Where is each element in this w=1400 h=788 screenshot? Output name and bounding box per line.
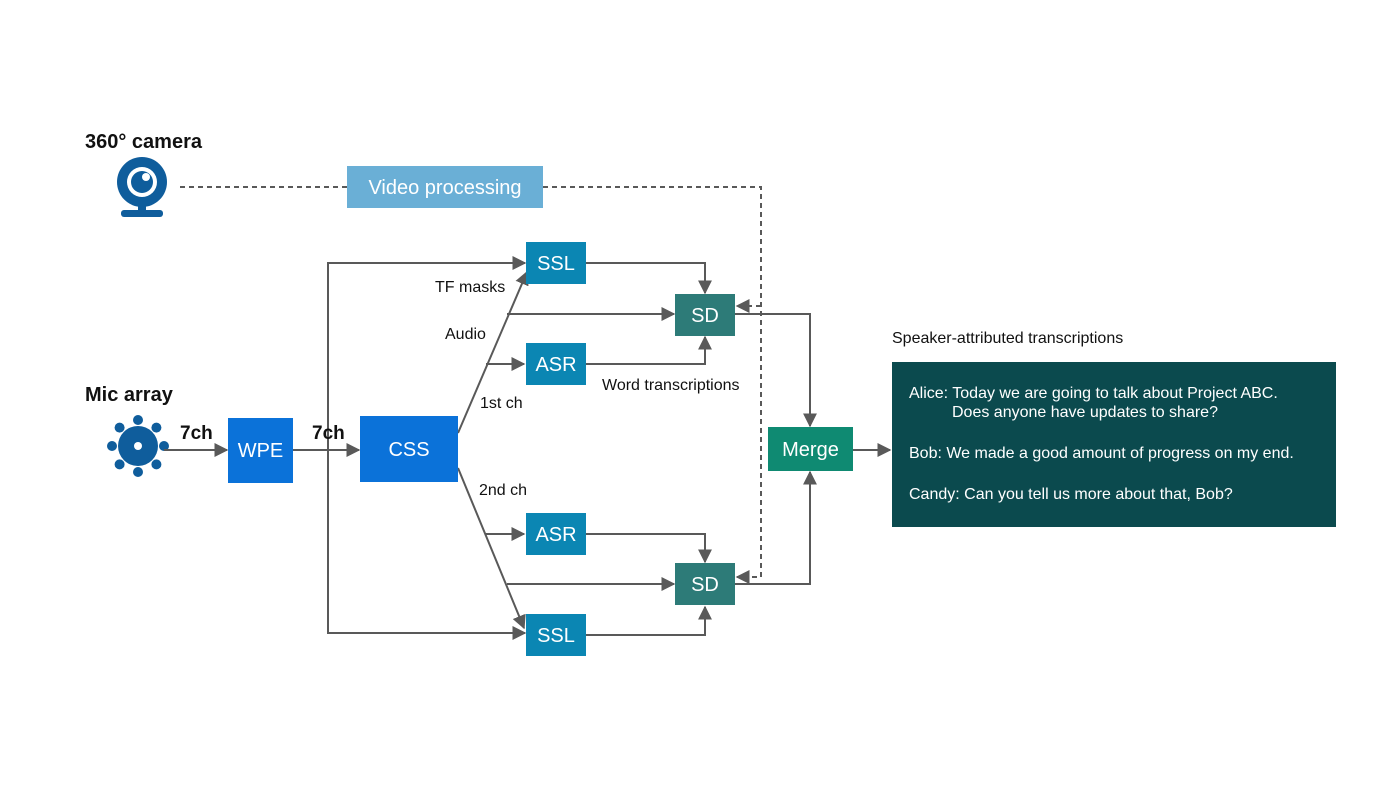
css-first-channel-connector: [457, 270, 529, 434]
sd-bottom-label: SD: [691, 574, 719, 596]
asr-top-block: ASR: [526, 343, 586, 385]
css-label: CSS: [388, 439, 429, 461]
ssl-top-to-sd-connector: [586, 262, 712, 295]
multichannel-to-ssl-top-connector: [327, 256, 527, 450]
transcript-line: Bob: We made a good amount of progress o…: [909, 445, 1294, 462]
transcript-line: Candy: Can you tell us more about that, …: [909, 486, 1233, 503]
ssl-bottom-label: SSL: [537, 625, 575, 647]
asr-bottom-label: ASR: [535, 524, 576, 546]
ssl-bottom-to-sd-connector: [586, 605, 712, 636]
word-transcriptions-label: Word transcriptions: [602, 377, 740, 394]
asr-bottom-block: ASR: [526, 513, 586, 555]
wpe-output-channel-label: 7ch: [312, 423, 345, 444]
merge-label: Merge: [782, 439, 839, 461]
asr-top-to-sd-connector: [586, 335, 712, 365]
transcript-line: Alice: Today we are going to talk about …: [909, 385, 1278, 402]
second-channel-label: 2nd ch: [479, 482, 527, 499]
camera-heading: 360° camera: [85, 131, 203, 153]
asr-top-label: ASR: [535, 354, 576, 376]
sd-bottom-block: SD: [675, 563, 735, 605]
sd-top-to-merge-connector: [735, 313, 817, 428]
wpe-block: WPE: [228, 418, 293, 483]
microphone-array-icon: [107, 415, 169, 477]
video-to-sd-bottom-connector: [543, 186, 762, 584]
css-second-channel-connector: [457, 467, 526, 630]
ssl-top-block: SSL: [526, 242, 586, 284]
input-channel-label: 7ch: [180, 423, 213, 444]
wpe-label: WPE: [238, 440, 284, 462]
asr-bottom-to-sd-connector: [586, 533, 712, 564]
ssl-bottom-block: SSL: [526, 614, 586, 656]
sd-bottom-to-merge-connector: [735, 470, 817, 585]
webcam-icon: [117, 157, 167, 217]
video-processing-block: Video processing: [347, 166, 543, 208]
tf-masks-label: TF masks: [435, 279, 505, 296]
video-processing-label: Video processing: [368, 177, 521, 199]
mic-heading: Mic array: [85, 384, 174, 406]
merge-block: Merge: [768, 427, 853, 471]
audio-label: Audio: [445, 326, 486, 343]
first-channel-label: 1st ch: [480, 395, 523, 412]
ssl-top-label: SSL: [537, 253, 575, 275]
sd-top-block: SD: [675, 294, 735, 336]
css-block: CSS: [360, 416, 458, 482]
multichannel-to-ssl-bottom-connector: [327, 450, 527, 640]
output-title: Speaker-attributed transcriptions: [892, 330, 1123, 347]
transcript-panel: Alice: Today we are going to talk about …: [892, 362, 1336, 527]
transcript-line: Does anyone have updates to share?: [952, 404, 1218, 421]
sd-top-label: SD: [691, 305, 719, 327]
